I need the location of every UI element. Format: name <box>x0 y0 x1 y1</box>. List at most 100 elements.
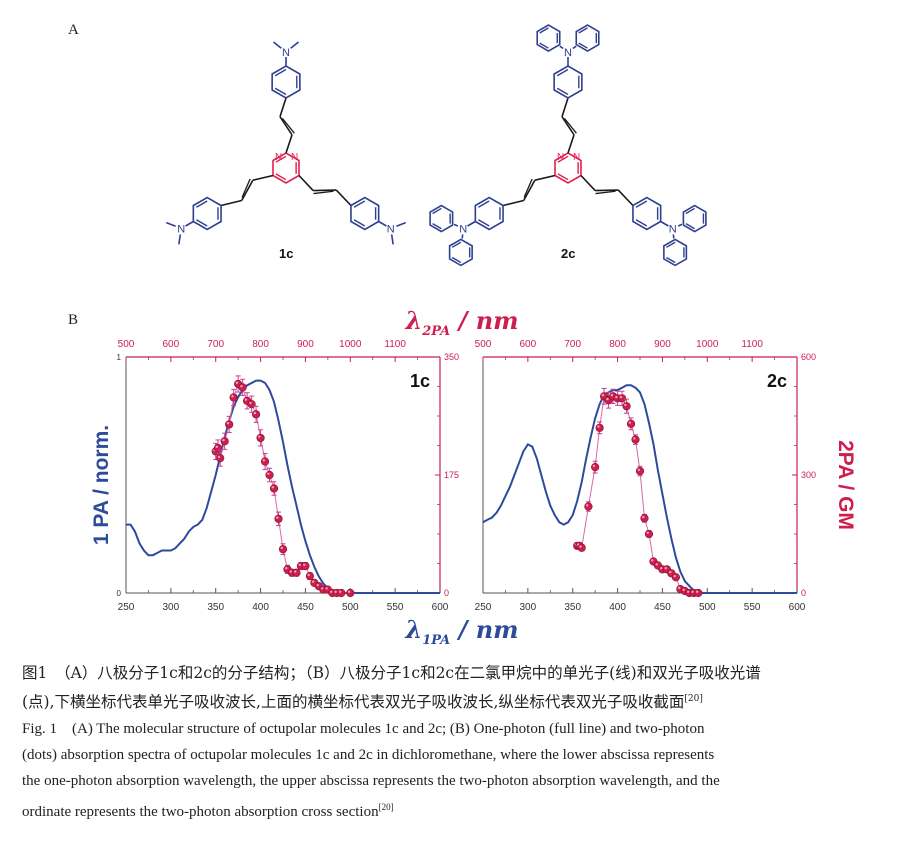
two-photon-point-highlight <box>686 590 690 593</box>
two-photon-point-highlight <box>655 563 658 566</box>
two-photon-point <box>251 410 261 419</box>
phenyl-ring-double-bond <box>274 68 287 77</box>
two-photon-point <box>274 514 283 523</box>
caption-zh-line1: 图1 （A）八极分子1c和2c的分子结构；（B）八极分子1c和2c在二氯甲烷中的… <box>22 664 761 682</box>
vinylene-bond-double <box>595 190 616 195</box>
two-photon-point-highlight <box>289 570 292 573</box>
two-photon-point <box>595 423 604 432</box>
vinylene-bond <box>279 116 293 136</box>
chart-panel-label: 2c <box>767 371 787 391</box>
two-photon-point <box>671 573 680 582</box>
phenyl-ring <box>632 196 662 231</box>
amine-bond <box>185 220 194 227</box>
phenyl-ring-double-bond <box>556 87 569 96</box>
methyl-bond <box>272 41 282 49</box>
vinylene-bond <box>580 174 596 192</box>
methyl-bond <box>396 221 406 228</box>
bottom-tick-label: 250 <box>475 602 492 613</box>
phenyl-ring-double-bond <box>578 42 588 49</box>
vinylene-bond <box>561 97 569 117</box>
panel-a-letter: A <box>68 22 79 38</box>
phenyl-bond <box>677 223 683 227</box>
right-axis-label: 2PA / GM <box>834 440 857 530</box>
right-tick-label: 300 <box>801 470 816 480</box>
top-tick-label: 1100 <box>384 339 406 350</box>
two-photon-point <box>229 393 238 402</box>
phenyl-ring-double-bond <box>478 200 490 208</box>
two-photon-point-highlight <box>610 393 614 397</box>
two-photon-point <box>247 400 256 409</box>
bottom-tick-label: 550 <box>387 602 404 613</box>
amine-nitrogen-label: N <box>282 47 290 59</box>
left-tick-label: 0 <box>117 589 122 598</box>
two-photon-connector <box>577 395 699 594</box>
two-photon-point-highlight <box>334 590 337 593</box>
two-photon-point <box>644 529 654 539</box>
right-tick-label: 0 <box>801 588 806 598</box>
left-axis-label: 1 PA / norm. <box>90 425 113 545</box>
methyl-bond <box>290 41 300 49</box>
right-tick-label: 350 <box>444 352 459 362</box>
top-tick-label: 700 <box>207 339 224 350</box>
two-photon-point <box>577 543 586 552</box>
two-photon-point <box>305 572 315 581</box>
two-photon-point <box>694 588 703 598</box>
two-photon-point-highlight <box>637 468 640 472</box>
caption-en-line3: the one-photon absorption wavelength, th… <box>22 773 720 789</box>
phenyl-ring-double-bond <box>432 207 442 215</box>
bottom-tick-label: 300 <box>163 602 180 613</box>
phenyl-ring <box>536 24 561 52</box>
amine-nitrogen-label: N <box>177 224 185 236</box>
two-photon-point-highlight <box>217 455 221 459</box>
phenyl-ring <box>350 196 380 231</box>
phenyl-ring-double-bond <box>635 200 648 208</box>
two-photon-point-highlight <box>235 381 239 384</box>
amine-bond <box>660 220 669 227</box>
phenyl-ring-double-bond <box>196 219 208 227</box>
two-photon-point-highlight <box>660 567 663 570</box>
bottom-tick-label: 550 <box>744 602 761 613</box>
top-tick-label: 700 <box>564 339 581 350</box>
phenyl-ring-double-bond <box>478 219 490 227</box>
two-photon-point-highlight <box>240 384 243 388</box>
two-photon-point <box>626 419 636 428</box>
right-tick-label: 0 <box>444 588 449 598</box>
top-tick-label: 800 <box>609 339 626 350</box>
right-tick-label: 175 <box>444 470 459 480</box>
two-photon-connector <box>215 383 351 594</box>
caption-zh-ref: [20] <box>684 694 703 704</box>
right-tick-label: 600 <box>801 352 816 362</box>
phenyl-bond <box>559 45 564 50</box>
two-photon-point <box>216 454 225 463</box>
two-photon-point-highlight <box>316 583 319 587</box>
two-photon-point-highlight <box>249 401 252 405</box>
caption-en: Fig. 1 (A) The molecular structure of oc… <box>22 716 900 825</box>
two-photon-point <box>346 588 355 598</box>
caption-en-ref: [20] <box>378 802 394 812</box>
two-photon-point-highlight <box>253 411 257 415</box>
left-tick-label: 1 <box>117 353 122 362</box>
top-tick-label: 900 <box>297 339 314 350</box>
top-tick-label: 500 <box>475 339 492 350</box>
phenyl-ring <box>553 65 583 99</box>
top-tick-label: 1100 <box>741 339 763 350</box>
phenyl-ring-double-bond <box>635 219 648 227</box>
bottom-tick-label: 450 <box>297 602 314 613</box>
amine-bond <box>467 220 476 227</box>
two-photon-point <box>337 588 346 598</box>
ring-nitrogen-label: N <box>573 152 580 163</box>
amine-nitrogen-label: N <box>564 47 572 59</box>
phenyl-ring <box>474 196 504 231</box>
bottom-tick-label: 400 <box>252 602 269 613</box>
pyrimidine-ring-double-bond <box>275 155 287 163</box>
two-photon-point <box>269 484 279 493</box>
pyrimidine-ring-double-bond <box>275 173 287 181</box>
bottom-tick-label: 300 <box>520 602 537 613</box>
phenyl-ring-double-bond <box>353 200 366 208</box>
vinylene-bond <box>220 199 242 207</box>
one-photon-line <box>126 379 440 594</box>
two-photon-point-highlight <box>695 590 699 593</box>
vinylene-bond-double <box>563 117 577 134</box>
two-photon-point-highlight <box>285 567 288 570</box>
